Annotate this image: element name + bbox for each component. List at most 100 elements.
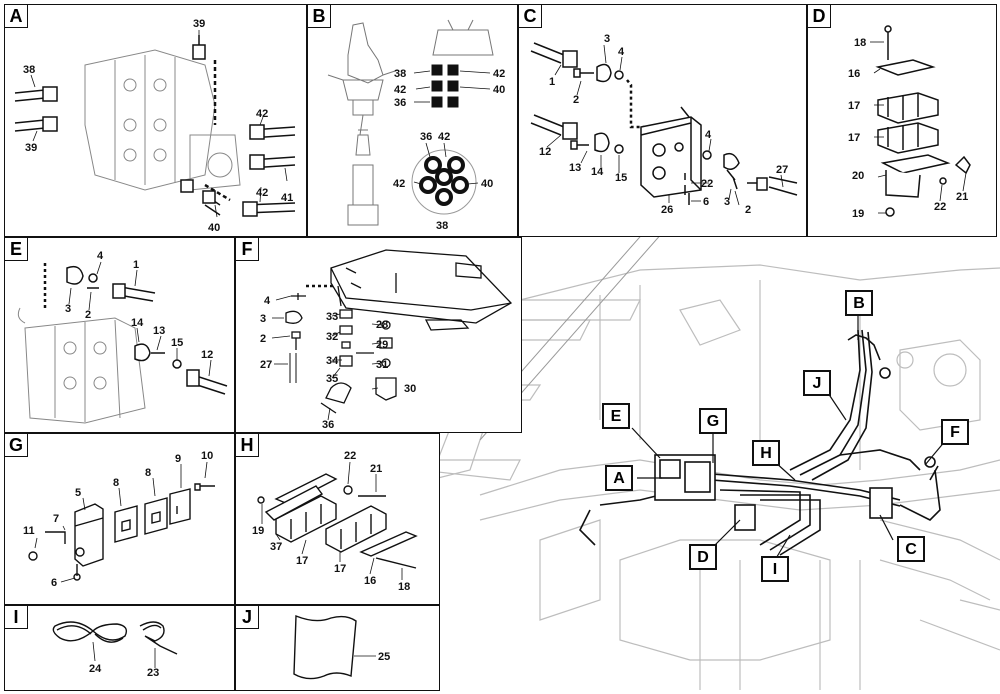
part-b-36-bottom: 36: [420, 131, 432, 143]
callout-c[interactable]: C: [897, 536, 925, 562]
panel-i: I 24 23: [4, 605, 235, 691]
part-d-20: 20: [852, 170, 864, 182]
panel-e: E 4 1 3 2 14 13 15 12: [4, 237, 235, 433]
panel-j: J 25: [235, 605, 440, 691]
part-h-17-left: 17: [296, 555, 308, 567]
part-h-17-right: 17: [334, 563, 346, 575]
part-c-26: 26: [661, 204, 673, 216]
part-d-17-top: 17: [848, 100, 860, 112]
part-h-19: 19: [252, 525, 264, 537]
part-e-1: 1: [133, 259, 139, 271]
part-g-7: 7: [53, 513, 59, 525]
panel-f-label: F: [236, 238, 259, 261]
part-j-25: 25: [378, 651, 390, 663]
part-g-8-left: 8: [113, 477, 119, 489]
part-g-11: 11: [23, 525, 35, 537]
part-c-2-bottom: 2: [745, 204, 751, 216]
panel-a-drawing: 39 38 39 42 41 42 40: [14, 18, 296, 234]
panel-j-drawing: 25: [293, 614, 390, 680]
callout-d[interactable]: D: [689, 544, 717, 570]
part-b-38-bottom: 38: [436, 220, 448, 232]
panel-g-drawing: 10 9 8 8 5 7 11 6: [23, 450, 215, 589]
part-b-42-bottom-left: 42: [393, 178, 405, 190]
part-d-18: 18: [854, 37, 866, 49]
part-h-21: 21: [370, 463, 382, 475]
part-b-38-top: 38: [394, 68, 406, 80]
part-f-34: 34: [326, 355, 339, 367]
part-b-40-bottom: 40: [481, 178, 493, 190]
callout-e[interactable]: E: [602, 403, 630, 429]
part-g-9: 9: [175, 453, 181, 465]
part-b-42-right: 42: [493, 68, 505, 80]
panel-h: H 22 21 19 37 17 17 16 18: [235, 433, 440, 605]
part-e-2: 2: [85, 309, 91, 321]
part-f-27: 27: [260, 359, 272, 371]
part-e-4: 4: [97, 250, 104, 262]
panel-c-label: C: [519, 5, 542, 28]
panel-f-drawing: 4 3 2 27 33 28 32 29 34 31 35 30 36: [260, 249, 513, 431]
panel-e-label: E: [5, 238, 28, 261]
part-c-14: 14: [591, 166, 604, 178]
part-b-40-top: 40: [493, 84, 505, 96]
panel-h-drawing: 22 21 19 37 17 17 16 18: [252, 450, 418, 593]
part-c-27: 27: [776, 164, 788, 176]
panel-a-label: A: [5, 5, 28, 28]
part-g-10: 10: [201, 450, 213, 462]
part-g-6: 6: [51, 577, 57, 589]
panel-c: C: [518, 4, 807, 237]
panel-a: A: [4, 4, 307, 237]
part-a-40: 40: [208, 222, 220, 234]
callout-i[interactable]: I: [761, 556, 789, 582]
part-c-6: 6: [703, 196, 709, 208]
part-e-12: 12: [201, 349, 213, 361]
part-a-42-bottom: 42: [256, 187, 268, 199]
callout-j[interactable]: J: [803, 370, 831, 396]
part-c-2-top: 2: [573, 94, 579, 106]
part-f-32: 32: [326, 331, 338, 343]
panel-b-drawing: 38 42 36 42 40 36 42 42 40 38: [327, 19, 505, 232]
part-e-3: 3: [65, 303, 71, 315]
part-c-4-top: 4: [618, 46, 625, 58]
part-f-31: 31: [376, 359, 388, 371]
panel-b-label: B: [308, 5, 331, 28]
part-d-21: 21: [956, 191, 968, 203]
part-a-38: 38: [23, 64, 35, 76]
part-e-15: 15: [171, 337, 183, 349]
part-d-19: 19: [852, 208, 864, 220]
part-b-42-left: 42: [394, 84, 406, 96]
panel-h-label: H: [236, 434, 259, 457]
part-h-22: 22: [344, 450, 356, 462]
panel-i-label: I: [5, 606, 28, 629]
callout-b[interactable]: B: [845, 290, 873, 316]
part-f-28: 28: [376, 319, 388, 331]
panel-f: F: [235, 237, 522, 433]
part-h-16: 16: [364, 575, 376, 587]
part-b-42-bottom-top: 42: [438, 131, 450, 143]
part-f-36: 36: [322, 419, 334, 431]
part-i-24: 24: [89, 663, 102, 675]
callout-g[interactable]: G: [699, 408, 727, 434]
part-c-4-right: 4: [705, 129, 712, 141]
part-c-1: 1: [549, 76, 555, 88]
panel-c-drawing: 3 4 1 2 12 13 14 15 4 22 27 26 6 3 2: [530, 33, 798, 216]
panel-g: G 10 9 8 8 5 7 11 6: [4, 433, 235, 605]
part-d-16: 16: [848, 68, 860, 80]
part-e-13: 13: [153, 325, 165, 337]
callout-h[interactable]: H: [752, 440, 780, 466]
part-f-2: 2: [260, 333, 266, 345]
part-e-14: 14: [131, 317, 144, 329]
panel-d-drawing: 18 16 17 17 20 22 21 19: [848, 25, 971, 220]
part-b-36-top: 36: [394, 97, 406, 109]
panel-e-drawing: 4 1 3 2 14 13 15 12: [17, 250, 228, 424]
part-g-8-right: 8: [145, 467, 151, 479]
part-a-42-top: 42: [256, 108, 268, 120]
panel-j-label: J: [236, 606, 259, 629]
part-c-15: 15: [615, 172, 627, 184]
part-h-37: 37: [270, 541, 282, 553]
part-i-23: 23: [147, 667, 159, 679]
part-d-17-bottom: 17: [848, 132, 860, 144]
part-a-41: 41: [281, 192, 293, 204]
panel-d-label: D: [808, 5, 831, 28]
callout-a[interactable]: A: [605, 465, 633, 491]
callout-f[interactable]: F: [941, 419, 969, 445]
